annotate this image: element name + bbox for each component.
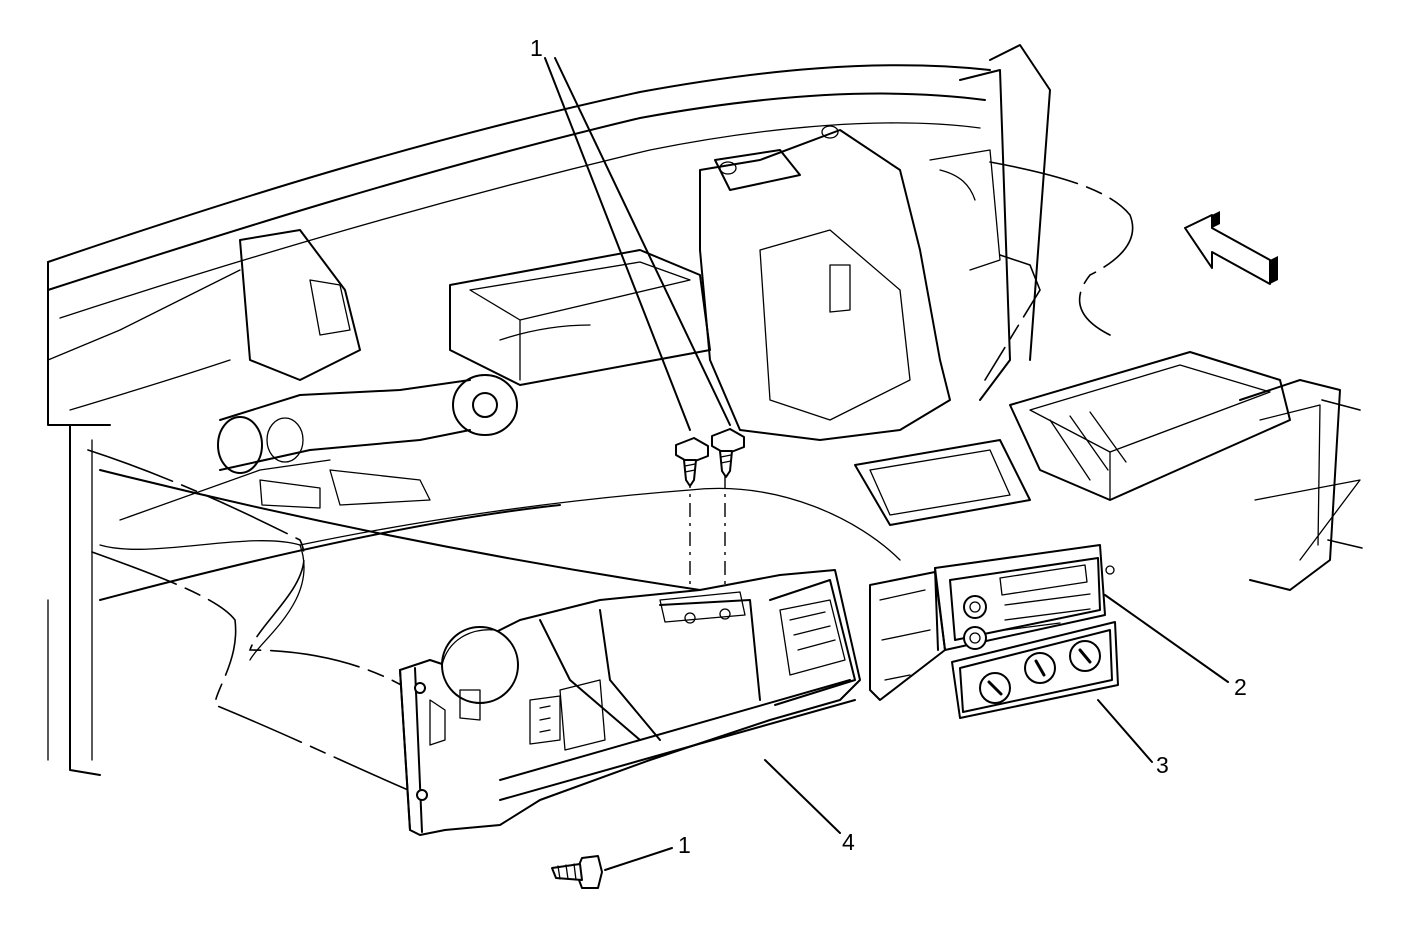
callout-2: 2 xyxy=(1234,674,1247,700)
upper-screw-right xyxy=(711,428,745,478)
radio-assembly xyxy=(869,544,1115,701)
lower-screw xyxy=(551,855,603,889)
callout-leaders xyxy=(544,57,1229,871)
front-direction-arrow-icon xyxy=(1184,211,1278,285)
callout-4: 4 xyxy=(842,829,855,855)
upper-screw-left xyxy=(675,437,709,487)
callout-3: 3 xyxy=(1156,752,1169,778)
callout-1-bottom: 1 xyxy=(678,832,691,858)
instrument-panel-carrier xyxy=(47,44,1361,776)
callout-1-top: 1 xyxy=(530,35,543,61)
instrument-panel-trim-panel xyxy=(399,569,861,836)
hvac-control-assembly xyxy=(951,621,1119,719)
